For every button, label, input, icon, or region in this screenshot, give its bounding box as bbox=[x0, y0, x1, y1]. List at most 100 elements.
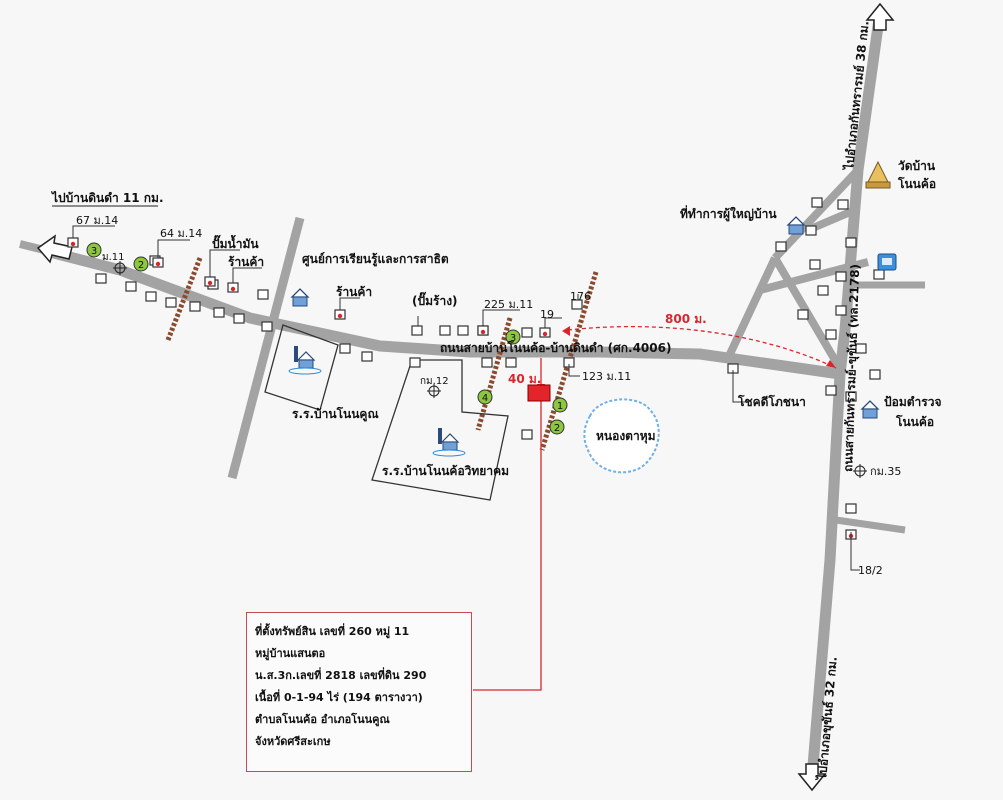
rail-tracks bbox=[165, 257, 599, 451]
house bbox=[505, 357, 517, 368]
photo-badges: 3 2 3 4 1 2 bbox=[86, 242, 568, 435]
info-village: หมู่บ้านแสนตอ bbox=[255, 647, 326, 660]
svg-text:3: 3 bbox=[91, 246, 97, 257]
route-arrowhead-west-icon bbox=[562, 326, 570, 336]
main-road bbox=[48, 246, 841, 380]
marker-dot bbox=[155, 261, 161, 267]
house bbox=[817, 285, 829, 296]
badge-2-left: 2 bbox=[133, 256, 149, 272]
distance-route-800m bbox=[567, 325, 837, 369]
info-area: เนื้อที่ 0-1-94 ไร่ (194 ตารางวา) bbox=[255, 691, 423, 704]
label-pond: หนองตาหุม bbox=[596, 429, 656, 444]
roads bbox=[19, 11, 925, 779]
house bbox=[165, 297, 177, 308]
label-gas-station: ปั๊มน้ำมัน bbox=[212, 234, 259, 251]
highway-2178 bbox=[806, 11, 886, 779]
road-arrows bbox=[36, 2, 895, 792]
building-learning-center bbox=[290, 288, 310, 307]
label-leaders bbox=[72, 225, 860, 571]
label-to-ban-dindam: ไปบ้านดินดำ 11 กม. bbox=[50, 190, 164, 205]
village-road-2 bbox=[726, 256, 779, 356]
house bbox=[775, 241, 787, 252]
label-house-19: 19 bbox=[540, 308, 554, 321]
svg-text:1: 1 bbox=[557, 401, 563, 412]
house bbox=[145, 291, 157, 302]
label-house-225: 225 ม.11 bbox=[484, 298, 533, 311]
house bbox=[481, 357, 493, 368]
crosshair-icon bbox=[113, 261, 127, 275]
house bbox=[845, 391, 857, 402]
info-subdistrict: ตำบลโนนค้อ อำเภอโนนคูณ bbox=[255, 713, 390, 726]
label-dist-800: 800 ม. bbox=[665, 312, 707, 326]
label-school-1: ร.ร.บ้านโนนคูณ bbox=[292, 406, 379, 422]
label-shop-2: ร้านค้า bbox=[336, 285, 372, 299]
house bbox=[521, 429, 533, 440]
house bbox=[869, 369, 881, 380]
village-road-7 bbox=[835, 516, 906, 534]
label-house-18: 18/2 bbox=[858, 564, 883, 577]
label-house-123: 123 ม.11 bbox=[582, 370, 631, 383]
label-km12: กม.12 bbox=[420, 376, 449, 387]
rail-center bbox=[475, 317, 513, 431]
label-mo11-left: ม.11 bbox=[102, 252, 125, 263]
house bbox=[125, 281, 137, 292]
property-marker bbox=[527, 384, 551, 402]
badge-1: 1 bbox=[552, 397, 568, 413]
house bbox=[797, 309, 809, 320]
village-road-1 bbox=[772, 167, 861, 261]
school-2-icon bbox=[432, 428, 466, 457]
marker-dot bbox=[70, 241, 76, 247]
label-police-1: ป้อมตำรวจ bbox=[884, 395, 941, 409]
svg-text:3: 3 bbox=[510, 333, 516, 344]
badge-3-left: 3 bbox=[86, 242, 102, 258]
rail-east bbox=[539, 271, 599, 451]
house bbox=[811, 197, 823, 208]
badge-2-center: 2 bbox=[549, 419, 565, 435]
label-house-67: 67 ม.14 bbox=[76, 214, 118, 227]
school-1-compound bbox=[264, 324, 339, 411]
house bbox=[845, 237, 857, 248]
house bbox=[809, 259, 821, 270]
house bbox=[213, 307, 225, 318]
house bbox=[257, 289, 269, 300]
house bbox=[855, 343, 867, 354]
label-school-2: ร.ร.บ้านโนนค้อวิทยาคม bbox=[382, 463, 509, 478]
arrow-west-icon bbox=[36, 234, 73, 264]
temple-icon bbox=[865, 160, 891, 189]
house bbox=[189, 301, 201, 312]
house bbox=[411, 325, 423, 336]
house bbox=[835, 305, 847, 316]
houses bbox=[67, 197, 885, 540]
info-province: จังหวัดศรีสะเกษ bbox=[255, 735, 331, 748]
house bbox=[825, 329, 837, 340]
property-leader-line bbox=[473, 400, 542, 691]
house bbox=[837, 199, 849, 210]
house bbox=[521, 327, 533, 338]
school-1-icon bbox=[288, 346, 322, 375]
label-km35: กม.35 bbox=[870, 465, 901, 478]
route-arrowhead-icon bbox=[826, 360, 836, 368]
house bbox=[361, 351, 373, 362]
pond-nong-ta-hum bbox=[583, 398, 660, 474]
info-address: ที่ตั้งทรัพย์สิน เลขที่ 260 หมู่ 11 bbox=[255, 625, 410, 638]
info-deed: น.ส.3ก.เลขที่ 2818 เลขที่ดิน 290 bbox=[255, 669, 427, 682]
house bbox=[805, 225, 817, 236]
house bbox=[439, 325, 451, 336]
village-road-4 bbox=[758, 258, 870, 294]
label-headman-office: ที่ทำการผู้ใหญ่บ้าน bbox=[680, 205, 777, 222]
label-dist-40: 40 ม. bbox=[508, 372, 541, 386]
svg-text:2: 2 bbox=[138, 260, 144, 271]
house bbox=[457, 325, 469, 336]
crosshair-icon bbox=[427, 384, 441, 398]
label-house-64: 64 ม.14 bbox=[160, 227, 202, 240]
property-info-box: ที่ตั้งทรัพย์สิน เลขที่ 260 หมู่ 11 หมู่… bbox=[246, 612, 472, 772]
label-temple-1: วัดบ้าน bbox=[898, 159, 936, 173]
marker-dot bbox=[480, 329, 486, 335]
label-market: โชคดีโภชนา bbox=[737, 394, 806, 409]
marker-dot bbox=[337, 313, 343, 319]
label-temple-2: โนนค้อ bbox=[897, 176, 936, 191]
house bbox=[409, 357, 421, 368]
house bbox=[233, 313, 245, 324]
marker-dot bbox=[207, 280, 213, 286]
